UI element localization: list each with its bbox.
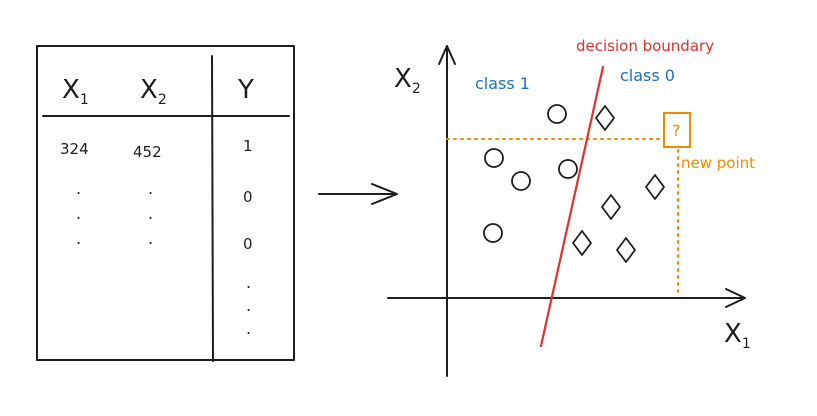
class1-point [511,171,531,191]
class1-point [484,148,504,168]
ellipsis-dot: . [246,273,251,292]
header-x2: X2 [140,75,167,108]
decision-boundary-label: decision boundary [576,37,714,55]
cell-x1-row1: 324 [60,140,89,158]
scatter-plot: X2 X1 decision boundary class 1 class 0 … [387,37,755,377]
class0-point [572,230,592,256]
cell-x2-row1: 452 [133,143,162,161]
table-column-divider [211,55,214,362]
y-axis [438,45,456,377]
class1-point [547,104,567,124]
class0-point [601,194,621,220]
new-point-label: new point [681,154,755,172]
class1-point [483,223,503,243]
x-axis-label: X1 [724,319,751,352]
ellipsis-dot: . [76,229,81,248]
header-y: Y [237,75,254,105]
decision-boundary-line [539,65,605,348]
cell-y-row1: 1 [243,137,253,155]
class0-point [595,105,615,131]
class1-label: class 1 [475,74,530,93]
ellipsis-dot: . [246,319,251,338]
ellipsis-dot: . [76,204,81,223]
class0-label: class 0 [620,66,675,85]
header-x1: X1 [62,75,89,108]
table-border [36,45,295,361]
cell-y-row2: 0 [243,188,253,206]
data-table: X1 X2 Y 324 452 1 . . . . . . 0 0 . . . [36,45,295,362]
class0-point [616,237,636,263]
cell-y-row3: 0 [243,235,253,253]
class1-point [558,159,578,179]
ellipsis-dot: . [148,229,153,248]
transform-arrow [318,183,398,205]
y-axis-label: X2 [394,64,421,97]
ellipsis-dot: . [76,179,81,198]
new-point-marker: ? [663,112,691,148]
ellipsis-dot: . [148,204,153,223]
ellipsis-dot: . [148,179,153,198]
class0-point [645,174,665,200]
new-point-symbol: ? [672,121,681,140]
ellipsis-dot: . [246,296,251,315]
x-axis [387,288,746,308]
